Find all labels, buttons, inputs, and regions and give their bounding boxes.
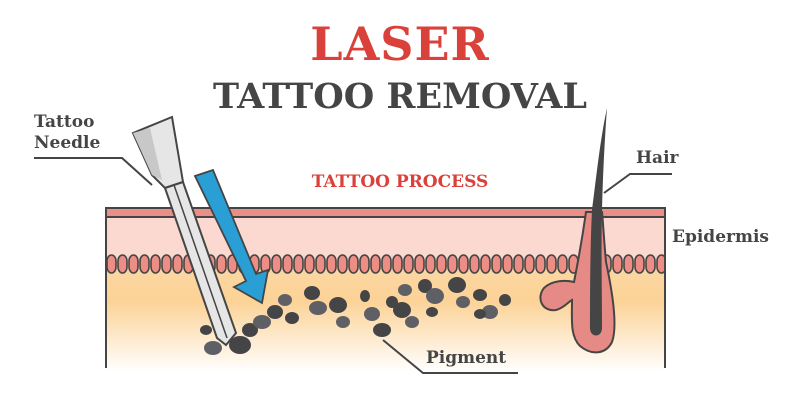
pigment-particles xyxy=(200,277,511,355)
label-epidermis: Epidermis xyxy=(672,227,769,247)
needle-leader-line xyxy=(34,157,153,186)
title-tattoo-removal: TATTOO REMOVAL xyxy=(213,76,587,117)
tattoo-needle xyxy=(131,115,238,347)
label-hair: Hair xyxy=(636,148,679,168)
hair-leader-line xyxy=(603,173,672,194)
hair-follicle xyxy=(539,108,616,354)
label-tattoo-needle-line2: Needle xyxy=(34,133,101,153)
label-tattoo-needle: Tattoo Needle xyxy=(34,112,100,154)
laser-arrow-icon xyxy=(193,168,270,305)
label-tattoo-needle-line1: Tattoo xyxy=(34,112,95,132)
hair-icon xyxy=(590,108,607,336)
title-laser: LASER xyxy=(310,17,490,71)
pigment-leader-line xyxy=(382,339,518,374)
label-pigment: Pigment xyxy=(426,348,507,368)
label-tattoo-process: TATTOO PROCESS xyxy=(311,172,489,192)
